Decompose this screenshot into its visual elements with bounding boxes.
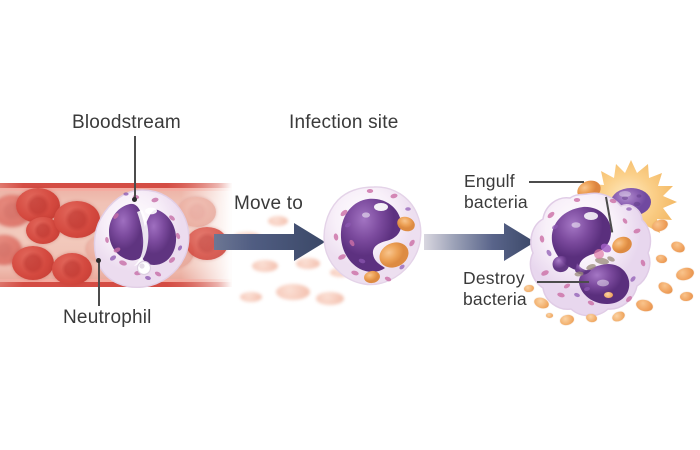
neutrophil-cell-bloodstream: [92, 188, 192, 292]
bacterium: [559, 313, 575, 327]
neutrophil-cell-infection-site: [322, 185, 424, 291]
bacterium-engulfed: [379, 242, 409, 268]
title-bloodstream: Bloodstream: [72, 112, 181, 133]
leader-line-neutrophil: [98, 261, 100, 306]
leader-line-destroy: [537, 281, 589, 283]
plasma-cell: [252, 260, 278, 272]
vacuole-core: [139, 263, 145, 269]
bacterium: [655, 254, 668, 264]
neutrophil-cell-phagocytosis: [529, 191, 653, 319]
lysosome: [594, 249, 604, 259]
leader-dot-neutrophil: [95, 258, 101, 263]
plasma-cell: [296, 258, 320, 269]
bacterium: [604, 292, 613, 298]
bacterium-engulfed: [612, 236, 632, 254]
bacterium-engulfed: [397, 216, 415, 232]
nucleus: [340, 198, 402, 272]
red-blood-cell: [12, 246, 54, 280]
degraded-bacteria-fragments: [574, 256, 615, 277]
arrow-phagocytosis: [424, 222, 536, 267]
granules: [333, 189, 415, 282]
granules-purple: [109, 192, 183, 280]
nucleus-lobe-left: [109, 203, 147, 261]
vacuole: [136, 260, 152, 276]
label-move-to: Move to: [234, 193, 303, 214]
title-infection-site: Infection site: [289, 112, 399, 133]
leader-line-engulf: [529, 181, 584, 183]
red-blood-cell: [54, 201, 100, 238]
leader-line-bloodstream: [134, 136, 136, 199]
granules: [539, 198, 646, 306]
granules-purple: [345, 207, 411, 270]
leader-dot-bloodstream: [131, 197, 137, 202]
nucleus-lobe-lower: [578, 263, 630, 304]
nucleus-highlight: [145, 207, 157, 215]
label-engulf-bacteria: Engulf bacteria: [464, 171, 528, 212]
plasma-cell: [316, 292, 344, 305]
nucleus-lobe-upper: [551, 206, 611, 271]
arrow-shape: [214, 223, 325, 261]
bacterium-engulfed: [600, 243, 612, 253]
vessel-wall-top: [0, 183, 232, 191]
nucleus-cleft: [134, 210, 149, 266]
bacterium: [679, 291, 694, 302]
plasma-cell: [268, 216, 288, 226]
nucleus-highlight: [571, 222, 581, 228]
arrow-move-to: [214, 222, 326, 267]
red-blood-cell: [52, 253, 92, 285]
plasma-cell: [240, 292, 262, 302]
bacterium-engulfed: [364, 270, 380, 284]
label-destroy-bacteria: Destroy bacteria: [463, 268, 527, 309]
bacterium: [674, 265, 696, 283]
bacterium: [656, 279, 675, 297]
arrow-shape: [424, 223, 535, 261]
label-neutrophil: Neutrophil: [63, 307, 152, 328]
granules-purple: [546, 207, 636, 298]
plasma-cell: [276, 284, 310, 300]
nucleus-lobe-right: [140, 209, 177, 265]
nucleus-highlight: [597, 279, 609, 287]
bacterium: [669, 239, 687, 255]
bacterium: [546, 313, 553, 318]
nucleus-highlight: [374, 203, 388, 211]
nucleus-highlight: [584, 212, 598, 220]
nucleus-highlight: [362, 212, 370, 218]
granules: [105, 194, 181, 277]
nucleus-fragment: [552, 256, 570, 273]
bacterium-highlight: [619, 191, 631, 197]
